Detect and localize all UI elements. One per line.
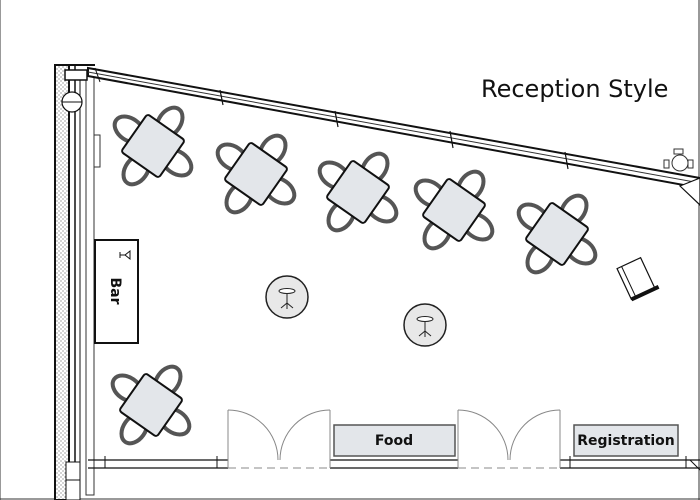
table-group-1[interactable] (88, 81, 218, 211)
cocktail-table-icon[interactable] (403, 303, 447, 347)
registration-label: Registration (577, 433, 675, 449)
left-wall (54, 64, 101, 500)
bottom-wall (88, 456, 700, 471)
food-label: Food (375, 433, 413, 449)
bar-counter[interactable]: Bar (94, 239, 139, 344)
cocktail-glass-icon (119, 249, 131, 261)
table-group-5[interactable] (492, 169, 622, 299)
luggage-cart-icon (616, 256, 660, 302)
table-group-6[interactable] (86, 340, 216, 470)
corner-table (663, 148, 694, 172)
table-group-3[interactable] (293, 127, 423, 257)
plan-title: Reception Style (481, 75, 668, 103)
cocktail-table-icon[interactable] (265, 275, 309, 319)
registration-counter[interactable]: Registration (573, 424, 679, 457)
food-counter[interactable]: Food (333, 424, 456, 457)
table-group-4[interactable] (389, 145, 519, 275)
table-group-2[interactable] (191, 109, 321, 239)
door-left-pair[interactable] (227, 409, 331, 468)
slanted-wall (87, 66, 700, 206)
door-right-pair[interactable] (457, 409, 561, 468)
bar-label: Bar (107, 277, 123, 304)
